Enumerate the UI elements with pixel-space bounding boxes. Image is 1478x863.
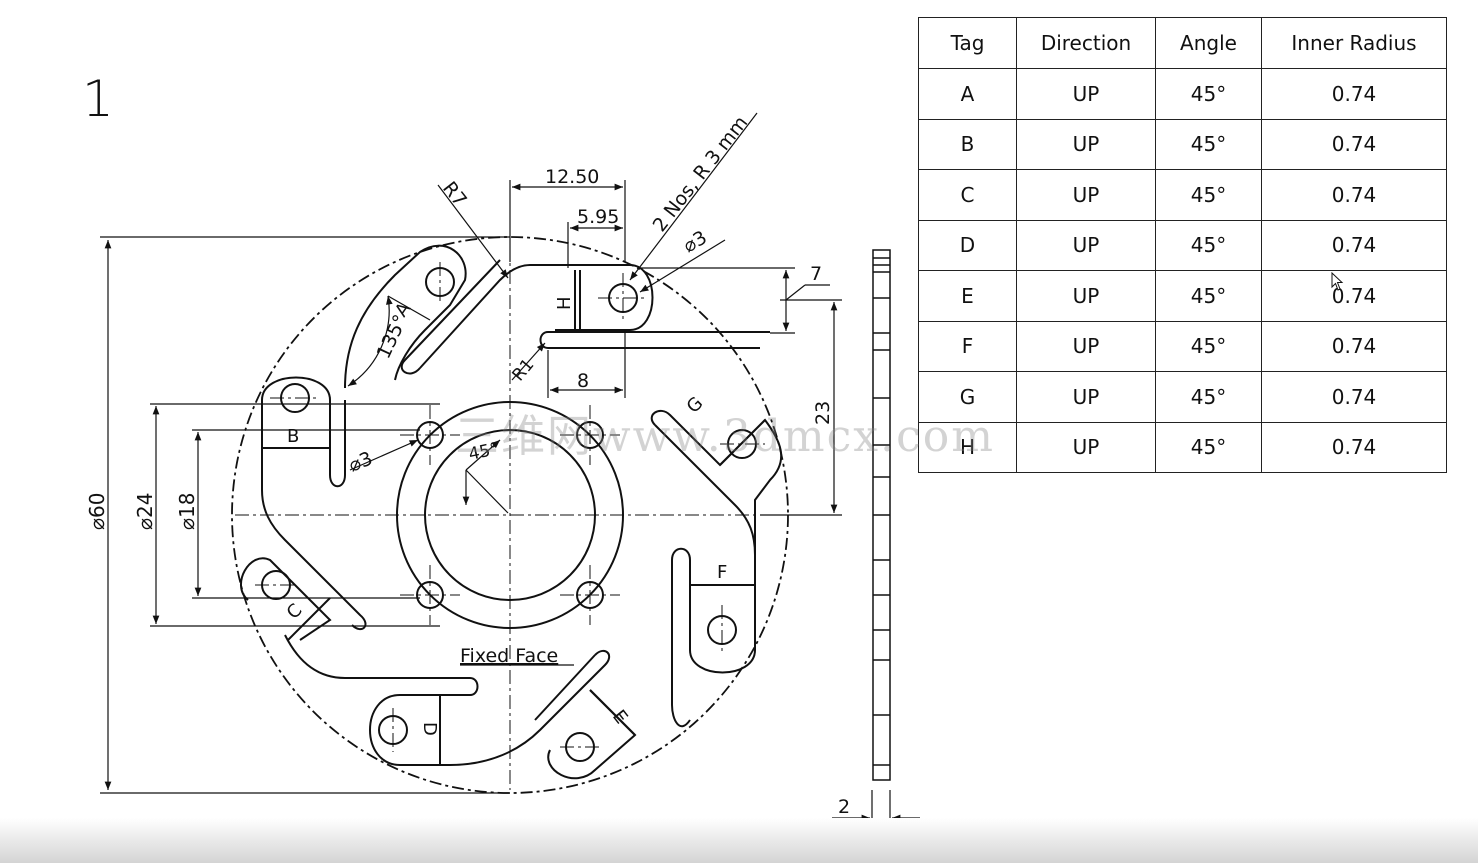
cell-angle: 45° xyxy=(1155,219,1262,271)
cell-inner-radius: 0.74 xyxy=(1261,421,1447,473)
cell-inner-radius: 0.74 xyxy=(1261,371,1447,423)
cell-inner-radius: 0.74 xyxy=(1261,68,1447,120)
dim-diameter-60: ⌀60 xyxy=(85,493,109,531)
cell-inner-radius: 0.74 xyxy=(1261,118,1447,170)
cell-angle: 45° xyxy=(1155,421,1262,473)
column-header-tag: Tag xyxy=(918,17,1017,69)
dim-width-8: 8 xyxy=(577,370,589,392)
dim-diameter-18: ⌀18 xyxy=(175,493,199,531)
tab-g xyxy=(650,409,783,556)
dim-angle-45: 45° xyxy=(467,439,501,465)
cell-tag: C xyxy=(918,169,1017,221)
cell-tag: H xyxy=(918,421,1017,473)
dim-width-12-50: 12.50 xyxy=(545,166,599,188)
cell-direction: UP xyxy=(1016,169,1156,221)
cell-direction: UP xyxy=(1016,320,1156,372)
cell-direction: UP xyxy=(1016,421,1156,473)
dimension-texts: ⌀60 ⌀24 ⌀18 12.50 5.95 8 7 23 2 R7 R1 2 … xyxy=(85,112,850,818)
bend-table-header-row: Tag Direction Angle Inner Radius xyxy=(918,17,1447,69)
tab-c xyxy=(240,557,479,696)
column-header-direction: Direction xyxy=(1016,17,1156,69)
cell-inner-radius: 0.74 xyxy=(1261,219,1447,271)
tab-f xyxy=(671,547,756,728)
dim-radius-1: R1 xyxy=(509,355,539,385)
tag-label-c: C xyxy=(283,600,307,624)
dimension-lines xyxy=(100,112,920,822)
tab-e xyxy=(534,654,637,780)
tab-b xyxy=(261,376,367,631)
fixed-face-label: Fixed Face xyxy=(460,645,558,667)
dim-diameter-24: ⌀24 xyxy=(133,493,157,531)
cell-tag: G xyxy=(918,371,1017,423)
dim-width-5-95: 5.95 xyxy=(577,206,619,228)
cell-inner-radius: 0.74 xyxy=(1261,270,1447,322)
column-header-angle: Angle xyxy=(1155,17,1262,69)
dim-radius-7: R7 xyxy=(438,178,471,211)
cell-angle: 45° xyxy=(1155,118,1262,170)
cell-direction: UP xyxy=(1016,371,1156,423)
tag-label-d: D xyxy=(419,722,440,736)
dim-height-23: 23 xyxy=(812,401,834,425)
cell-direction: UP xyxy=(1016,270,1156,322)
tag-label-b: B xyxy=(287,426,299,447)
cell-tag: F xyxy=(918,320,1017,372)
cell-angle: 45° xyxy=(1155,169,1262,221)
cell-tag: E xyxy=(918,270,1017,322)
dim-hole-3-top: ⌀3 xyxy=(680,227,711,258)
cell-angle: 45° xyxy=(1155,320,1262,372)
dim-height-7: 7 xyxy=(810,263,822,285)
tag-label-h: H xyxy=(554,296,575,310)
cell-angle: 45° xyxy=(1155,371,1262,423)
dim-thickness-2: 2 xyxy=(838,796,850,818)
sheet-number: 1 xyxy=(82,70,114,128)
tag-label-e: E xyxy=(608,706,632,728)
tab-d xyxy=(369,649,611,766)
cell-direction: UP xyxy=(1016,68,1156,120)
tag-label-f: F xyxy=(717,562,727,583)
cell-angle: 45° xyxy=(1155,270,1262,322)
bottom-bar xyxy=(0,818,1478,863)
cell-direction: UP xyxy=(1016,219,1156,271)
tag-label-g: G xyxy=(683,393,708,418)
cell-inner-radius: 0.74 xyxy=(1261,320,1447,372)
cell-tag: D xyxy=(918,219,1017,271)
column-header-inner-radius: Inner Radius xyxy=(1261,17,1447,69)
cell-inner-radius: 0.74 xyxy=(1261,169,1447,221)
tab-tags: A B C D E F G H xyxy=(283,296,728,735)
centerlines xyxy=(235,245,800,790)
note-holes: 2 Nos, R 3 mm xyxy=(649,112,753,236)
cell-tag: A xyxy=(918,68,1017,120)
cell-direction: UP xyxy=(1016,118,1156,170)
dim-hole-3-left: ⌀3 xyxy=(346,447,376,476)
mouse-cursor-icon xyxy=(1331,272,1344,291)
cell-tag: B xyxy=(918,118,1017,170)
cell-angle: 45° xyxy=(1155,68,1262,120)
side-view xyxy=(872,249,891,781)
